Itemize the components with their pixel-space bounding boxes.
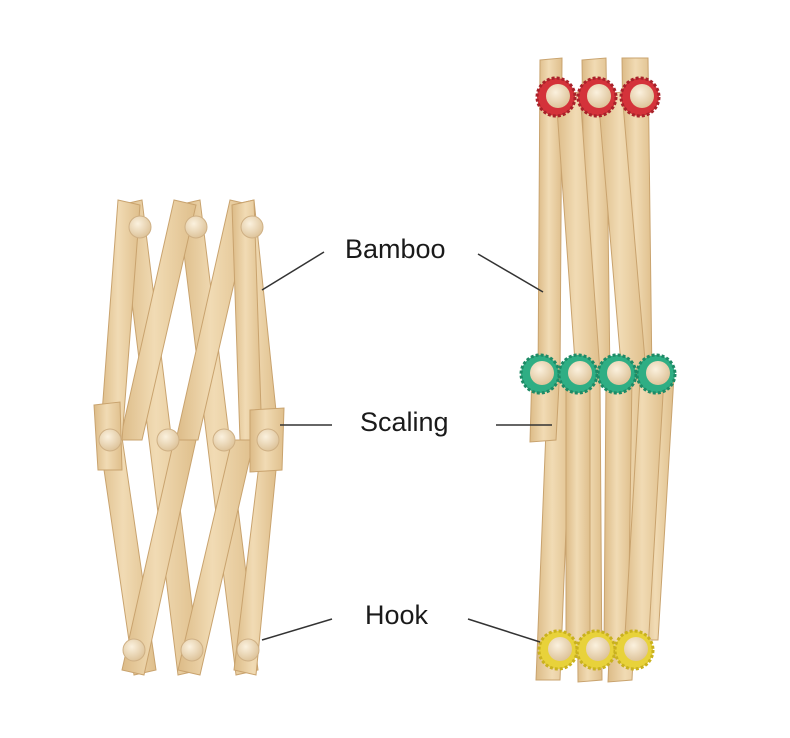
leader-lines [261,251,552,643]
peg [212,428,236,452]
right-rack-red-pegs [535,76,661,118]
peg [98,428,122,452]
peg [587,84,611,108]
peg [236,638,260,662]
hook-leader-left [261,618,333,641]
peg [548,637,572,661]
right-rack-yellow-pegs [537,629,655,671]
peg [256,428,280,452]
right-rack [519,57,677,683]
bamboo-leader-left [261,251,325,291]
left-rack [93,199,285,676]
peg [128,215,152,239]
left-rack-pegs [98,215,280,662]
peg [646,361,670,385]
hook-label: Hook [365,600,429,630]
peg [180,638,204,662]
peg [184,215,208,239]
bamboo-leader-right [477,253,544,293]
peg [624,637,648,661]
peg [546,84,570,108]
peg [607,361,631,385]
peg [156,428,180,452]
peg [586,637,610,661]
right-rack-green-pegs [519,353,677,395]
bamboo-label: Bamboo [345,234,446,264]
peg [122,638,146,662]
hook-leader-right [467,618,541,643]
peg [240,215,264,239]
scaling-label: Scaling [360,407,449,437]
peg [530,361,554,385]
peg [630,84,654,108]
peg [568,361,592,385]
